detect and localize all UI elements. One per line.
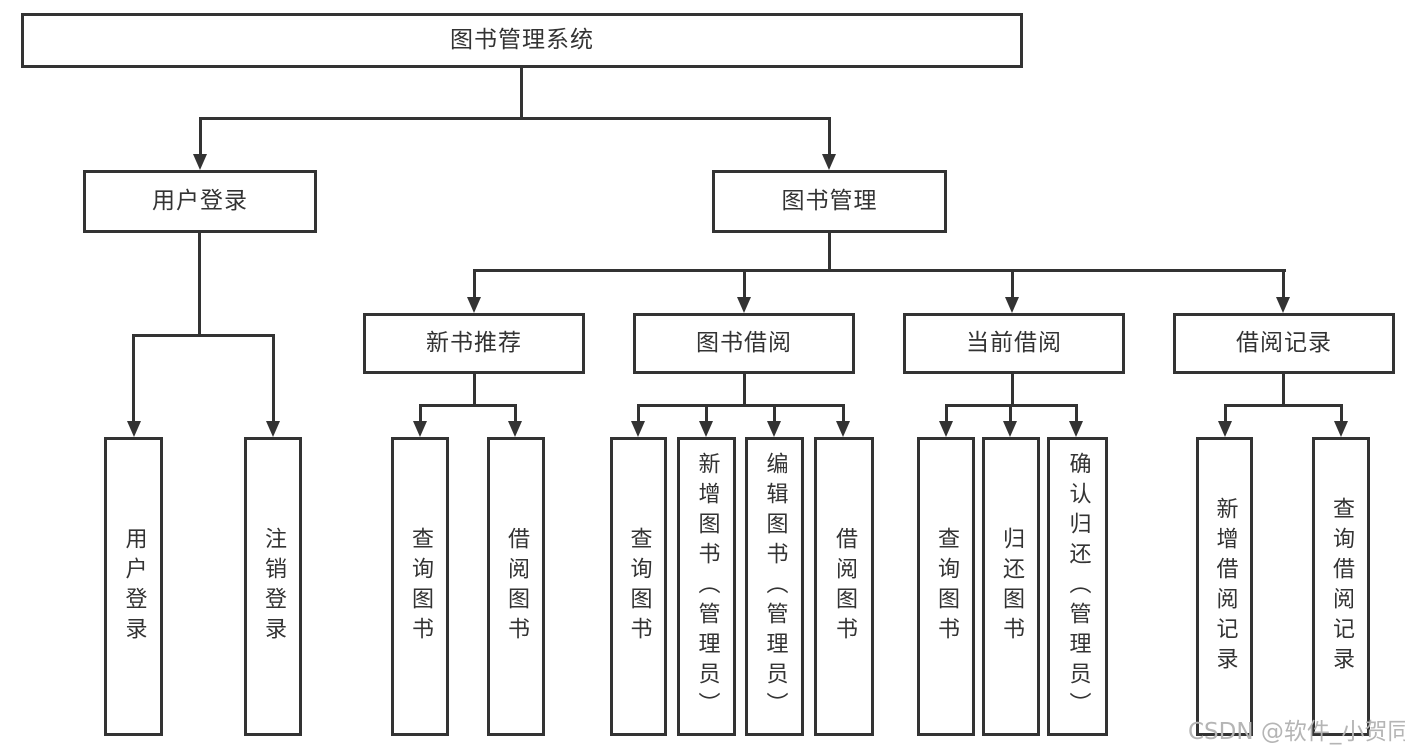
connector-new-books-branch xyxy=(419,404,517,407)
connector-book-borrow-stem xyxy=(743,374,746,407)
connector-new-books-stem xyxy=(473,374,476,407)
connector-to-bb-borrow xyxy=(842,404,845,422)
connector-to-cb-return xyxy=(1009,404,1012,422)
node-user-login: 用户登录 xyxy=(83,170,317,233)
connector-to-user-login-leaf xyxy=(132,334,135,422)
connector-root-stem xyxy=(520,68,523,118)
connector-to-bb-add xyxy=(705,404,708,422)
node-current-borrowing: 当前借阅 xyxy=(903,313,1125,374)
node-label: 新增借阅记录 xyxy=(1212,496,1238,677)
node-return-books: 归还图书 xyxy=(982,437,1040,736)
node-borrow-books-newbooks: 借阅图书 xyxy=(487,437,545,736)
connector-to-br-add xyxy=(1224,404,1227,422)
node-label: 查询图书 xyxy=(408,526,433,647)
arrowhead-to-logout xyxy=(266,421,280,437)
watermark-text: CSDN @软件_小贺同学 xyxy=(1188,719,1405,745)
node-new-book-recommendation: 新书推荐 xyxy=(363,313,585,374)
connector-borrow-records-branch xyxy=(1224,404,1343,407)
node-add-borrow-record: 新增借阅记录 xyxy=(1196,437,1253,736)
arrowhead-to-bb-edit xyxy=(767,421,781,437)
node-edit-books-admin: 编辑图书（管理员） xyxy=(745,437,804,736)
node-label: 借阅图书 xyxy=(504,526,529,647)
arrowhead-to-borrow-records xyxy=(1276,297,1290,313)
arrowhead-to-cb-confirm xyxy=(1069,421,1083,437)
connector-to-nb-borrow xyxy=(514,404,517,422)
connector-to-bb-edit xyxy=(773,404,776,422)
node-borrowing-records: 借阅记录 xyxy=(1173,313,1395,374)
node-label: 新书推荐 xyxy=(426,330,522,356)
arrowhead-to-current-borrow xyxy=(1005,297,1019,313)
connector-book-borrow-branch xyxy=(637,404,845,407)
node-label: 图书管理系统 xyxy=(450,27,594,53)
connector-borrow-records-stem xyxy=(1282,374,1285,407)
node-label: 借阅记录 xyxy=(1236,330,1332,356)
node-book-borrowing: 图书借阅 xyxy=(633,313,855,374)
connector-root-branch xyxy=(199,117,831,120)
connector-to-new-books xyxy=(473,269,476,298)
arrowhead-to-book-borrow xyxy=(737,297,751,313)
node-query-books-newbooks: 查询图书 xyxy=(391,437,449,736)
connector-book-mgmt-branch xyxy=(473,269,1286,272)
node-label: 用户登录 xyxy=(121,526,147,647)
connector-user-login-branch xyxy=(132,334,275,337)
arrowhead-to-cb-query xyxy=(939,421,953,437)
node-confirm-return-admin: 确认归还（管理员） xyxy=(1047,437,1108,736)
connector-to-logout xyxy=(272,334,275,422)
connector-to-book-borrow xyxy=(743,269,746,298)
node-query-books-borrowing: 查询图书 xyxy=(610,437,667,736)
node-label: 用户登录 xyxy=(152,188,248,214)
node-label: 查询借阅记录 xyxy=(1329,496,1354,677)
arrowhead-to-br-query xyxy=(1334,421,1348,437)
node-label: 查询图书 xyxy=(934,526,959,647)
connector-to-br-query xyxy=(1340,404,1343,422)
node-label: 图书借阅 xyxy=(696,330,792,356)
node-label: 注销登录 xyxy=(261,526,286,647)
node-book-management-system: 图书管理系统 xyxy=(21,13,1023,68)
node-label: 归还图书 xyxy=(999,526,1024,647)
node-query-borrow-record: 查询借阅记录 xyxy=(1312,437,1370,736)
connector-to-nb-query xyxy=(419,404,422,422)
node-logout: 注销登录 xyxy=(244,437,302,736)
arrowhead-to-nb-query xyxy=(413,421,427,437)
node-add-books-admin: 新增图书（管理员） xyxy=(677,437,736,736)
connector-to-borrow-records xyxy=(1282,269,1285,298)
node-user-login-leaf: 用户登录 xyxy=(104,437,163,736)
connector-to-current-borrow xyxy=(1011,269,1014,298)
connector-to-bb-query xyxy=(637,404,640,422)
node-label: 编辑图书（管理员） xyxy=(762,451,788,722)
node-label: 图书管理 xyxy=(781,188,878,214)
node-label: 借阅图书 xyxy=(832,526,857,647)
arrowhead-to-new-books xyxy=(467,297,481,313)
connector-to-book-management xyxy=(828,117,831,155)
arrowhead-to-bb-borrow xyxy=(836,421,850,437)
arrowhead-to-book-management xyxy=(822,154,836,170)
arrowhead-to-br-add xyxy=(1218,421,1232,437)
connector-to-cb-confirm xyxy=(1075,404,1078,422)
arrowhead-to-cb-return xyxy=(1003,421,1017,437)
connector-to-user-login xyxy=(199,117,202,155)
node-borrow-books-borrowing: 借阅图书 xyxy=(814,437,874,736)
connector-book-mgmt-stem xyxy=(828,233,831,271)
connector-current-borrow-stem xyxy=(1011,374,1014,407)
arrowhead-to-user-login xyxy=(193,154,207,170)
node-book-management: 图书管理 xyxy=(712,170,947,233)
arrowhead-to-bb-query xyxy=(631,421,645,437)
node-label: 查询图书 xyxy=(626,526,652,647)
arrowhead-to-user-login-leaf xyxy=(127,421,141,437)
node-query-books-current: 查询图书 xyxy=(917,437,975,736)
node-label: 确认归还（管理员） xyxy=(1065,451,1091,722)
node-label: 新增图书（管理员） xyxy=(694,451,720,722)
connector-user-login-stem xyxy=(198,233,201,337)
arrowhead-to-bb-add xyxy=(699,421,713,437)
arrowhead-to-nb-borrow xyxy=(508,421,522,437)
node-label: 当前借阅 xyxy=(966,330,1062,356)
connector-to-cb-query xyxy=(945,404,948,422)
